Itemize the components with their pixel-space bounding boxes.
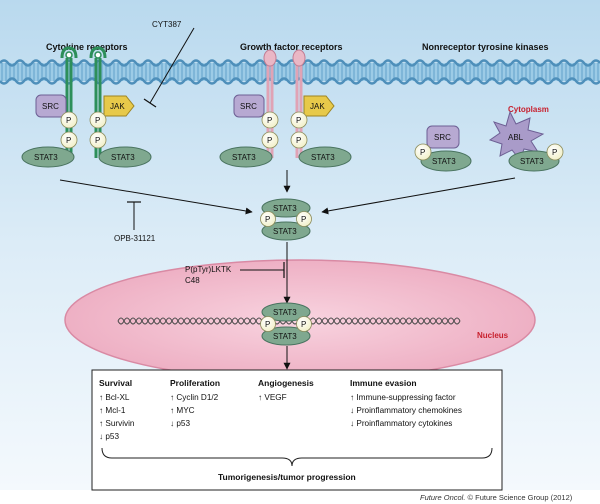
header-nonreceptor-kinases: Nonreceptor tyrosine kinases bbox=[422, 42, 549, 52]
stat3-growth-left: STAT3 bbox=[219, 146, 273, 168]
svg-text:↑ MYC: ↑ MYC bbox=[170, 406, 195, 415]
svg-text:JAK: JAK bbox=[310, 102, 325, 111]
svg-text:Angiogenesis: Angiogenesis bbox=[258, 378, 314, 388]
svg-text:↑ Immune-suppressing factor: ↑ Immune-suppressing factor bbox=[350, 393, 456, 402]
phospho-growth-r2-a: P bbox=[290, 111, 308, 129]
outcomes-box bbox=[91, 369, 503, 491]
svg-text:P: P bbox=[267, 116, 272, 125]
svg-text:P: P bbox=[95, 116, 100, 125]
svg-text:Survival: Survival bbox=[99, 378, 132, 388]
jak-kinase-cytokine: JAK bbox=[103, 95, 135, 117]
svg-text:P: P bbox=[301, 320, 306, 329]
svg-text:STAT3: STAT3 bbox=[432, 157, 456, 166]
arrow-nonreceptor-to-dimer bbox=[321, 177, 516, 215]
svg-text:↑ Mcl-1: ↑ Mcl-1 bbox=[99, 406, 126, 415]
svg-text:P: P bbox=[552, 148, 557, 157]
cytoplasm-label: Cytoplasm bbox=[508, 105, 549, 114]
phospho-growth-r2-b: P bbox=[290, 131, 308, 149]
svg-text:P: P bbox=[265, 320, 270, 329]
header-growth-factor-receptors: Growth factor receptors bbox=[240, 42, 343, 52]
svg-text:STAT3: STAT3 bbox=[273, 308, 297, 317]
svg-text:P: P bbox=[267, 136, 272, 145]
cyt387-inhibition bbox=[143, 27, 195, 108]
svg-text:↑ Bcl-XL: ↑ Bcl-XL bbox=[99, 393, 130, 402]
stat3-cytokine-right: STAT3 bbox=[98, 146, 152, 168]
phospho-nonreceptor-abl: P bbox=[546, 143, 564, 161]
summary-brace bbox=[101, 447, 493, 467]
phospho-cytokine-r1-b: P bbox=[60, 131, 78, 149]
phospho-nonreceptor-src: P bbox=[414, 143, 432, 161]
svg-text:SRC: SRC bbox=[434, 133, 451, 142]
nucleus-label: Nucleus bbox=[477, 331, 509, 340]
phospho-growth-r1-a: P bbox=[261, 111, 279, 129]
credit-journal: Future Oncol. bbox=[420, 493, 465, 502]
svg-text:P: P bbox=[66, 136, 71, 145]
svg-text:SRC: SRC bbox=[240, 102, 257, 111]
svg-text:P: P bbox=[301, 215, 306, 224]
svg-text:STAT3: STAT3 bbox=[273, 227, 297, 236]
stat3-growth-right: STAT3 bbox=[298, 146, 352, 168]
src-kinase-cytokine: SRC bbox=[35, 94, 67, 118]
cyt387-label: CYT387 bbox=[152, 20, 182, 29]
svg-text:↓ Proinflammatory chemokines: ↓ Proinflammatory chemokines bbox=[350, 406, 462, 415]
credit-rest: © Future Science Group (2012) bbox=[465, 493, 572, 502]
arrow-cytokine-to-dimer bbox=[59, 179, 253, 215]
svg-text:JAK: JAK bbox=[110, 102, 125, 111]
outcome-angiogenesis: Angiogenesis ↑ VEGF bbox=[258, 378, 314, 402]
opb-31121-inhibition bbox=[127, 201, 141, 230]
jak-kinase-growth: JAK bbox=[303, 95, 335, 117]
svg-text:↓ Proinflammatory cytokines: ↓ Proinflammatory cytokines bbox=[350, 419, 452, 428]
phospho-cytokine-r1-a: P bbox=[60, 111, 78, 129]
outcome-proliferation: Proliferation ↑ Cyclin D1/2 ↑ MYC ↓ p53 bbox=[170, 378, 220, 428]
svg-text:P: P bbox=[420, 148, 425, 157]
peptide-label: P(pTyr)LKTK bbox=[185, 265, 232, 274]
src-kinase-growth: SRC bbox=[233, 94, 265, 118]
svg-text:↑ Cyclin D1/2: ↑ Cyclin D1/2 bbox=[170, 393, 219, 402]
peptide-inhibition bbox=[240, 262, 285, 278]
src-kinase-nonreceptor: SRC bbox=[426, 125, 460, 149]
stat3-nonreceptor-abl: STAT3 bbox=[508, 150, 560, 172]
svg-text:STAT3: STAT3 bbox=[311, 153, 335, 162]
svg-text:STAT3: STAT3 bbox=[232, 153, 256, 162]
svg-text:↑ Survivin: ↑ Survivin bbox=[99, 419, 135, 428]
svg-text:STAT3: STAT3 bbox=[273, 204, 297, 213]
summary-label: Tumorigenesis/tumor progression bbox=[218, 472, 356, 482]
phospho-growth-r1-b: P bbox=[261, 131, 279, 149]
c48-label: C48 bbox=[185, 276, 200, 285]
svg-text:SRC: SRC bbox=[42, 102, 59, 111]
stat3-nonreceptor-src: STAT3 bbox=[420, 150, 472, 172]
svg-text:↓ p53: ↓ p53 bbox=[170, 419, 190, 428]
phospho-cytokine-r2-a: P bbox=[89, 111, 107, 129]
svg-text:↑ VEGF: ↑ VEGF bbox=[258, 393, 287, 402]
svg-text:P: P bbox=[265, 215, 270, 224]
svg-text:ABL: ABL bbox=[508, 133, 524, 142]
credit-line: Future Oncol. © Future Science Group (20… bbox=[420, 493, 573, 502]
phospho-cytokine-r2-b: P bbox=[89, 131, 107, 149]
stat3-dimer-nucleus: STAT3 STAT3 P P bbox=[260, 302, 312, 346]
outcome-immune-evasion: Immune evasion ↑ Immune-suppressing fact… bbox=[350, 378, 462, 428]
svg-text:P: P bbox=[95, 136, 100, 145]
svg-text:Proliferation: Proliferation bbox=[170, 378, 220, 388]
opb-31121-label: OPB-31121 bbox=[114, 234, 156, 243]
outcome-survival: Survival ↑ Bcl-XL ↑ Mcl-1 ↑ Survivin ↓ p… bbox=[99, 378, 135, 441]
svg-text:STAT3: STAT3 bbox=[520, 157, 544, 166]
stat3-dimer-cytoplasm: STAT3 STAT3 P P bbox=[260, 198, 312, 241]
svg-text:P: P bbox=[296, 136, 301, 145]
header-cytokine-receptors: Cytokine receptors bbox=[46, 42, 128, 52]
svg-text:P: P bbox=[296, 116, 301, 125]
svg-text:↓ p53: ↓ p53 bbox=[99, 432, 119, 441]
svg-text:STAT3: STAT3 bbox=[111, 153, 135, 162]
svg-text:Immune evasion: Immune evasion bbox=[350, 378, 417, 388]
svg-text:STAT3: STAT3 bbox=[34, 153, 58, 162]
stat3-cytokine-left: STAT3 bbox=[21, 146, 75, 168]
svg-text:STAT3: STAT3 bbox=[273, 332, 297, 341]
svg-text:P: P bbox=[66, 116, 71, 125]
